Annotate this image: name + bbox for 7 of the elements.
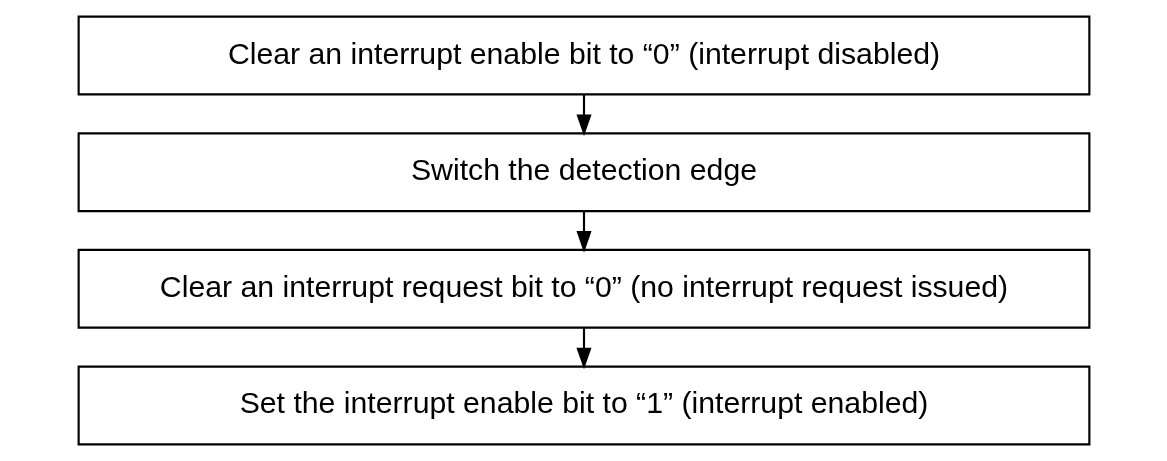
- node-box: Clear an interrupt enable bit to “0” (interrupt disabled): [77, 15, 1090, 96]
- node-box: Clear an interrupt request bit to “0” (no interrupt request issued): [77, 248, 1090, 329]
- node-box: Set the interrupt enable bit to “1” (interrupt enabled): [77, 365, 1090, 446]
- arrow: [575, 211, 592, 253]
- arrow: [575, 327, 592, 370]
- arrow: [575, 94, 592, 137]
- node-box: Switch the detection edge: [77, 132, 1090, 213]
